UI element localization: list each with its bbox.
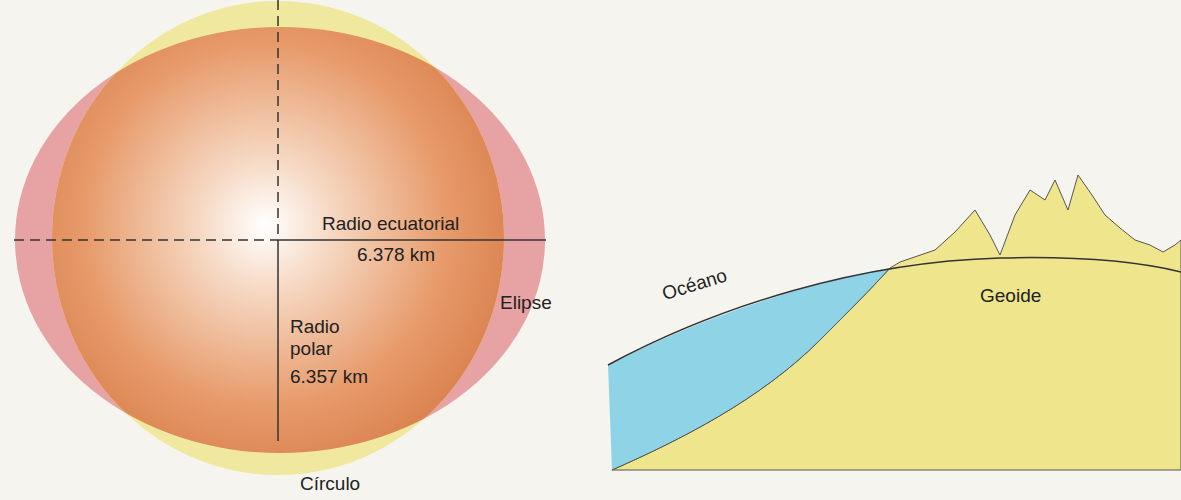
circle-shape (52, 1, 504, 475)
geoid-line (608, 258, 1181, 365)
shape-label: Círculo (300, 473, 360, 495)
dimension-value: 6.357 km (290, 366, 368, 388)
region-label: Geoide (980, 285, 1041, 307)
equatorial-radius (278, 239, 546, 241)
dashed-axis (14, 239, 278, 241)
overlap-shape (52, 1, 504, 475)
shape-label: Elipse (500, 292, 552, 314)
coastline (612, 268, 890, 470)
axis-label: Radio polar (290, 316, 370, 360)
dimension-value: 6.378 km (357, 244, 435, 266)
region-label: Océano (660, 264, 730, 304)
axis-label: Radio ecuatorial (322, 213, 459, 235)
ocean-water (608, 268, 890, 470)
polar-radius (277, 240, 279, 441)
dashed-axis (277, 0, 279, 240)
